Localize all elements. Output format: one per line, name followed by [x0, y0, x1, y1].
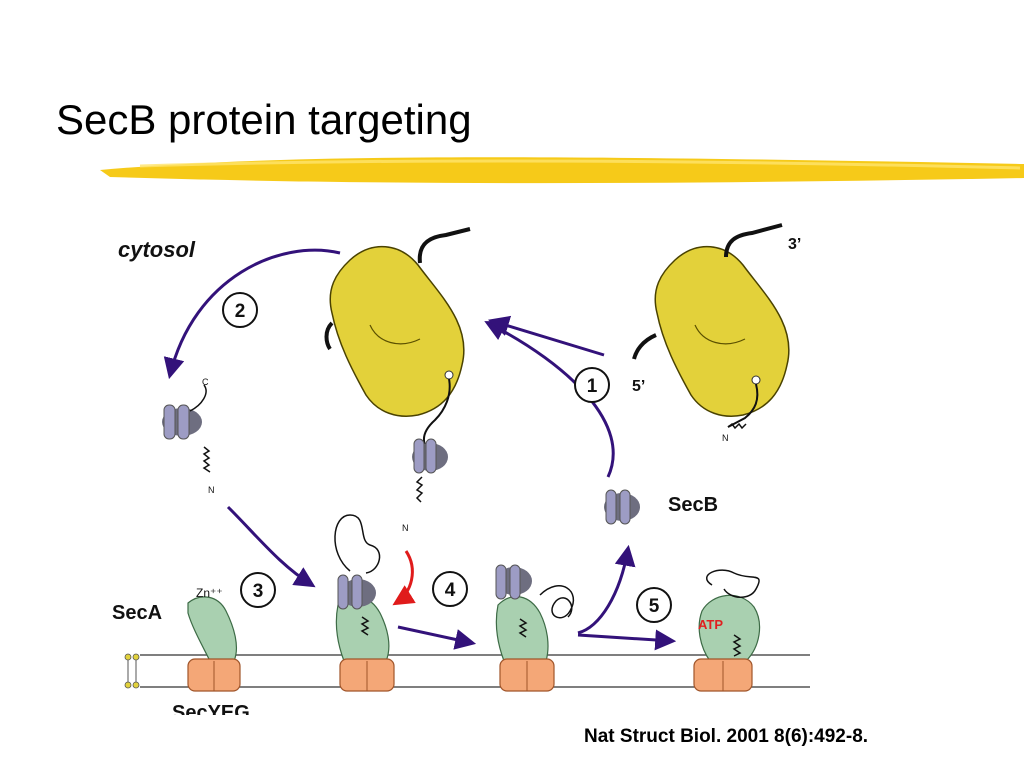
step-marker-4: 4	[432, 571, 468, 607]
n-terminus-label-center: N	[402, 523, 409, 533]
seca-secyeg-atp	[693, 569, 761, 692]
seca-secyeg-empty	[187, 596, 241, 692]
zinc-label: Zn⁺⁺	[196, 586, 223, 600]
secb-label: SecB	[668, 494, 718, 516]
svg-text:5: 5	[649, 596, 660, 617]
title-highlight-stroke	[100, 157, 1024, 184]
citation: Nat Struct Biol. 2001 8(6):492-8.	[584, 726, 869, 747]
atp-label: ATP	[698, 617, 723, 632]
c-terminus-label: C	[202, 377, 209, 387]
n-terminus-label-right: N	[722, 433, 729, 443]
seca-secyeg-bound	[334, 514, 395, 692]
ribosome-center	[324, 227, 471, 446]
ribosome-right	[632, 223, 790, 430]
step-marker-2: 2	[222, 292, 258, 328]
three-prime-label: 3’	[788, 236, 801, 253]
secyeg-label: SecYEG	[172, 702, 250, 715]
seca-secyeg-released	[495, 564, 575, 692]
svg-text:2: 2	[235, 301, 246, 322]
step-marker-1: 1	[574, 367, 610, 403]
secb-tetramer-bound	[412, 438, 448, 503]
step-marker-5: 5	[636, 587, 672, 623]
secb-tetramer-left	[162, 384, 211, 473]
secb-free	[604, 489, 640, 525]
svg-text:4: 4	[445, 580, 456, 601]
step-marker-3: 3	[240, 572, 276, 608]
cytosol-label: cytosol	[118, 237, 196, 262]
lipid-bilayer-icon	[124, 653, 140, 689]
seca-label: SecA	[112, 602, 162, 624]
svg-text:3: 3	[253, 581, 264, 602]
svg-text:1: 1	[587, 376, 598, 397]
secb-targeting-diagram: 1 2 3 4 5 cytosol 3’ 5’ SecB SecA SecYEG…	[112, 223, 810, 715]
n-terminus-label-left: N	[208, 485, 215, 495]
pathway-arrows	[163, 248, 677, 651]
slide-title: SecB protein targeting	[56, 96, 472, 143]
five-prime-label: 5’	[632, 378, 645, 395]
